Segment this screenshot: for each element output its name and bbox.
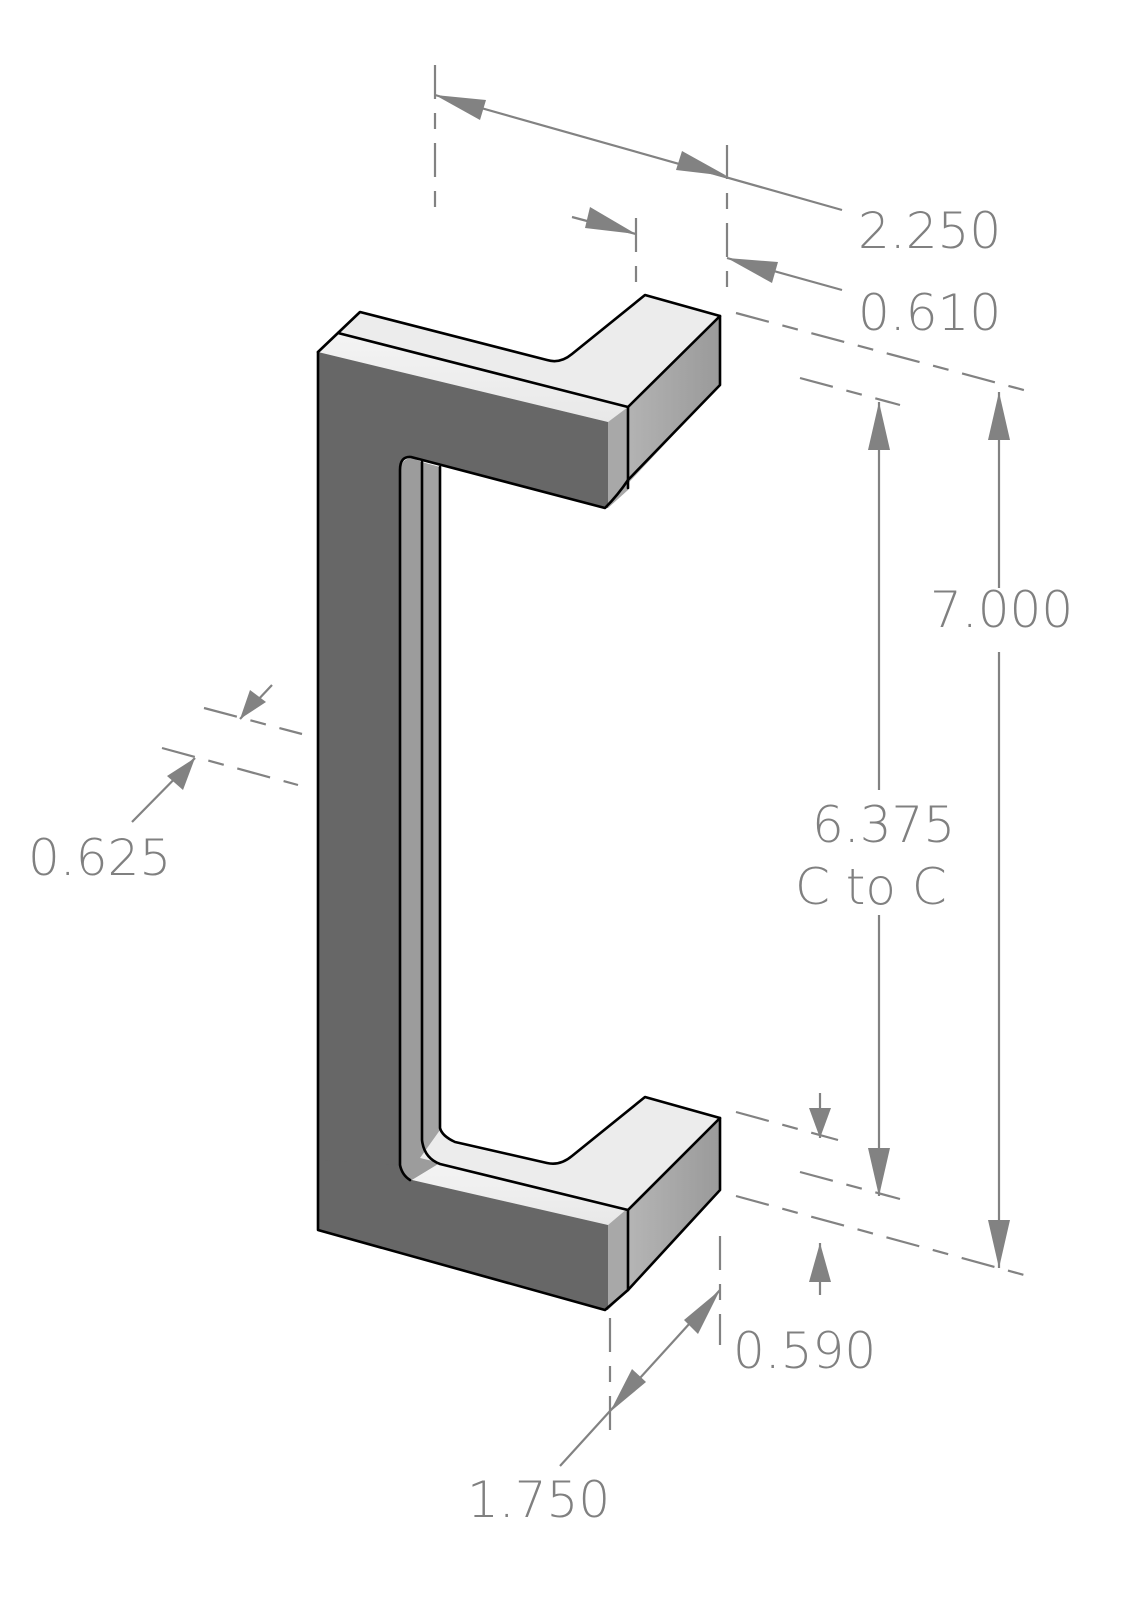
dimension-2250: 2.250	[433, 65, 1001, 300]
upper-arm-side-face	[620, 316, 720, 492]
dim-label-c-to-c: C to C	[795, 858, 947, 916]
dim-label-7000: 7.000	[930, 581, 1073, 639]
dim-label-0590: 0.590	[733, 1322, 876, 1380]
upper-arm-top-face	[318, 295, 720, 407]
lower-front-face	[318, 1160, 608, 1310]
lower-arm-side-face	[628, 1118, 720, 1290]
inner-groove-left	[400, 458, 440, 1180]
dim-label-0610: 0.610	[858, 284, 1001, 342]
lower-arm-bevel	[412, 1163, 628, 1225]
inner-groove-right	[422, 462, 455, 1163]
dim-label-1750: 1.750	[467, 1471, 610, 1529]
front-face	[318, 352, 608, 1310]
dim-label-2250: 2.250	[858, 202, 1001, 260]
dim-label-0625: 0.625	[28, 829, 171, 887]
dimension-1750: 1.750	[467, 1236, 722, 1529]
lower-arm-end-face	[608, 1208, 628, 1310]
part-edges	[316, 293, 722, 1182]
dimension-0610: 0.610	[571, 207, 1001, 342]
upper-arm-end-face	[608, 407, 628, 508]
dim-label-6375: 6.375	[812, 796, 955, 854]
handle-part	[316, 293, 722, 1312]
dimension-7000: 7.000	[735, 311, 1073, 1280]
lower-arm-top-face	[420, 1097, 720, 1208]
dimension-6375: 6.375 C to C	[795, 376, 955, 1201]
dimension-0590: 0.590	[733, 1093, 876, 1380]
dimension-0625: 0.625	[28, 684, 303, 887]
upper-arm-bevel	[318, 332, 628, 422]
